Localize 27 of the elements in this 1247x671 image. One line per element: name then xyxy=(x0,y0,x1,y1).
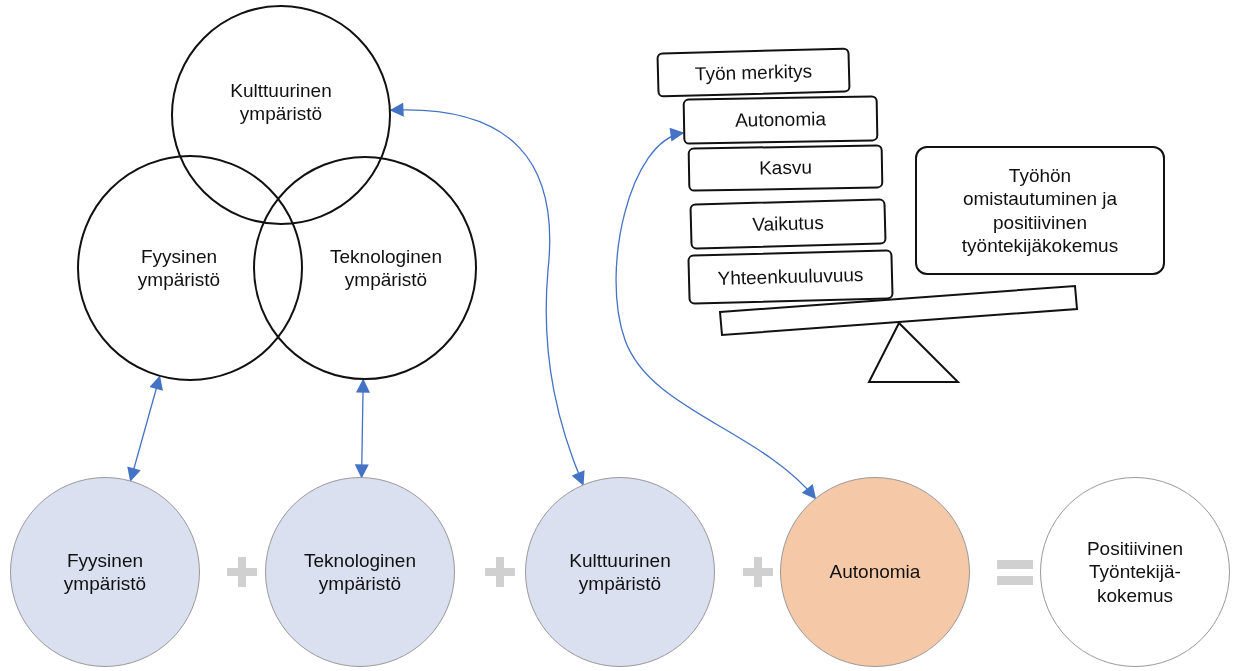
card-label: Työn merkitys xyxy=(694,59,813,86)
circle-label: Kulttuurinen ympäristö xyxy=(568,548,672,596)
circle-label: Teknologinen ympäristö xyxy=(329,244,443,292)
card-label: Vaikutus xyxy=(751,211,825,237)
double-arrow xyxy=(389,103,585,486)
circle-label: Kulttuurinen ympäristö xyxy=(229,79,333,126)
venn-circle xyxy=(77,155,303,381)
venn-circle xyxy=(171,5,391,225)
card-label: Autonomia xyxy=(734,107,827,133)
outcome-card xyxy=(915,146,1165,275)
circle-label: Teknologinen ympäristö xyxy=(303,548,417,596)
circle-label: Fyysinen ympäristö xyxy=(136,244,222,292)
circle-label: Positiivinen Työntekijä- kokemus xyxy=(1085,537,1185,607)
factor-card xyxy=(689,198,887,250)
factor-card xyxy=(656,47,851,98)
double-arrow xyxy=(127,375,163,482)
double-arrow xyxy=(354,378,370,479)
double-arrow xyxy=(615,130,817,500)
circle-label: Autonomia xyxy=(829,560,921,584)
factor-card xyxy=(687,249,894,305)
factor-card xyxy=(682,95,879,145)
factor-card xyxy=(687,144,884,192)
card-label: Työhön omistautuminen ja positiivinen työntekijäkokemus xyxy=(960,164,1120,257)
card-label: Yhteenkuuluvuus xyxy=(717,263,864,291)
venn-circle xyxy=(253,156,477,380)
card-label: Kasvu xyxy=(758,155,813,181)
circle-label: Fyysinen ympäristö xyxy=(62,548,148,596)
